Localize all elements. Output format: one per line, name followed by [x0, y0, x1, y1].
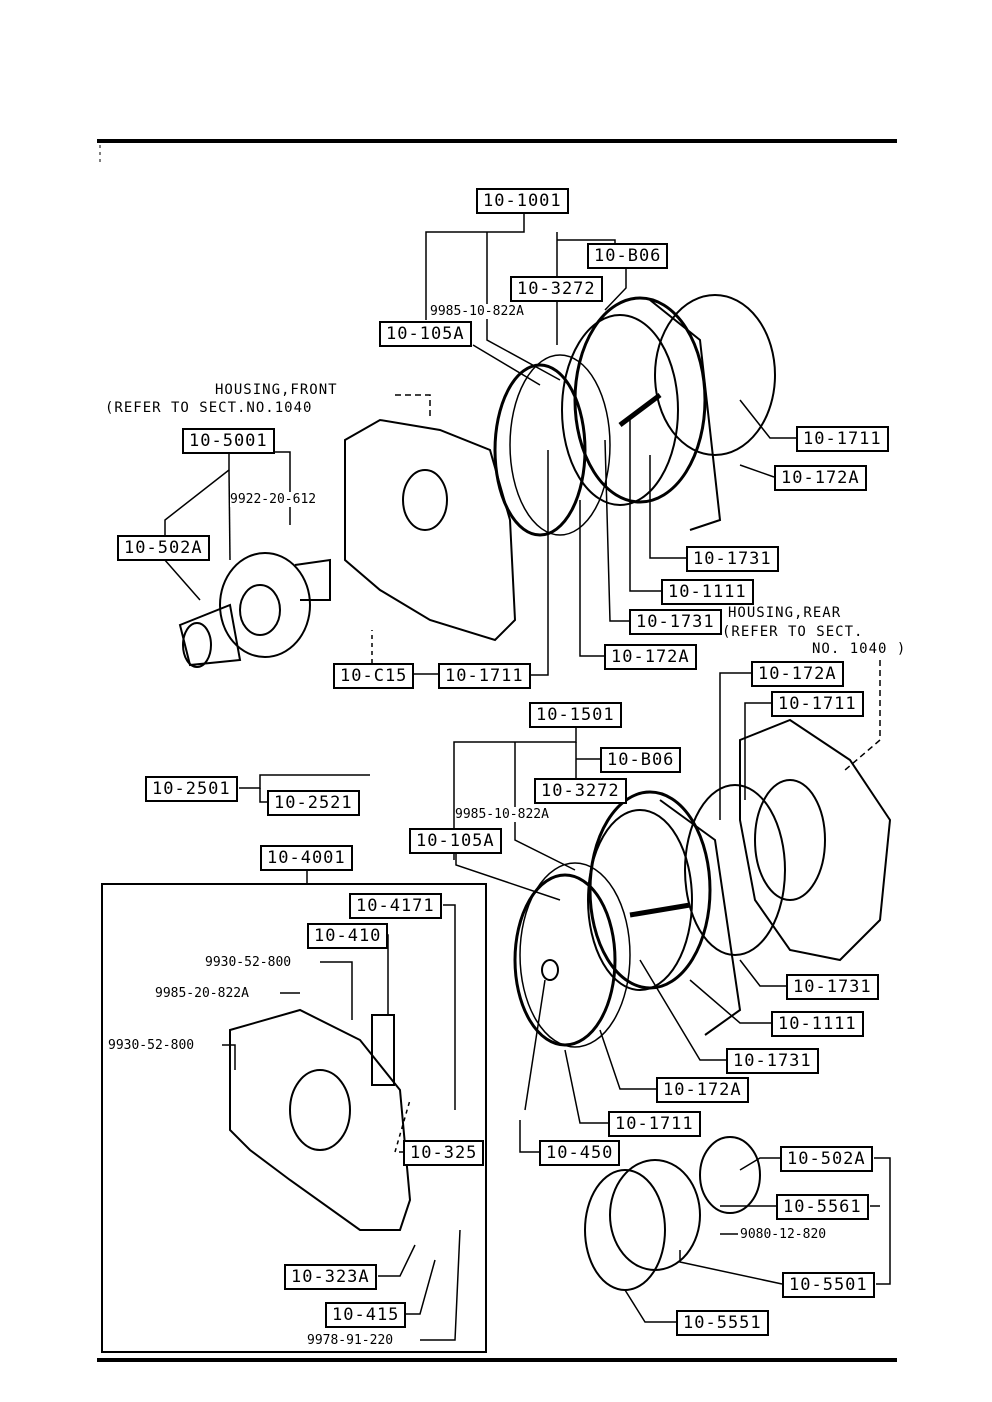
- part-label[interactable]: 10-5551: [676, 1310, 769, 1336]
- part-label[interactable]: 10-1111: [771, 1011, 864, 1037]
- part-number[interactable]: 9978-91-220: [307, 1333, 394, 1348]
- part-label[interactable]: 10-172A: [656, 1077, 749, 1103]
- part-label[interactable]: 10-5501: [782, 1272, 875, 1298]
- part-label[interactable]: 10-172A: [751, 661, 844, 687]
- part-label[interactable]: 10-415: [325, 1302, 407, 1328]
- part-label[interactable]: 10-5561: [776, 1194, 869, 1220]
- front-housing: [344, 418, 517, 642]
- part-label[interactable]: 10-1111: [661, 579, 754, 605]
- housing-front-note: HOUSING,FRONT: [215, 382, 338, 398]
- rotor-housing-rear: [513, 784, 786, 1048]
- hub-assembly: [178, 552, 331, 668]
- part-label[interactable]: 10-1711: [438, 663, 531, 689]
- part-label[interactable]: 10-5001: [182, 428, 275, 454]
- part-number[interactable]: 9080-12-820: [740, 1227, 827, 1242]
- housing-rear-ref-note: (REFER TO SECT.: [722, 624, 864, 640]
- housing-front-ref-note: (REFER TO SECT.NO.1040: [105, 400, 313, 416]
- part-number[interactable]: 9922-20-612: [230, 492, 317, 507]
- rear-end-housing: [229, 1008, 412, 1231]
- part-label[interactable]: 10-105A: [409, 828, 502, 854]
- part-label[interactable]: 10-323A: [284, 1264, 377, 1290]
- part-label[interactable]: 10-1501: [529, 702, 622, 728]
- housing-rear-note: HOUSING,REAR: [728, 605, 842, 621]
- part-label[interactable]: 10-502A: [117, 535, 210, 561]
- part-label[interactable]: 10-1711: [796, 426, 889, 452]
- part-label[interactable]: 10-2521: [267, 790, 360, 816]
- part-label[interactable]: 10-C15: [333, 663, 415, 689]
- oil-assembly-box: [101, 883, 487, 1353]
- part-label[interactable]: 10-4001: [260, 845, 353, 871]
- part-label[interactable]: 10-172A: [774, 465, 867, 491]
- part-label[interactable]: 10-1731: [686, 546, 779, 572]
- part-number[interactable]: 9985-10-822A: [455, 807, 549, 822]
- part-label[interactable]: 10-450: [539, 1140, 621, 1166]
- part-label[interactable]: 10-1731: [629, 609, 722, 635]
- part-number[interactable]: 9930-52-800: [205, 955, 292, 970]
- part-number[interactable]: 9930-52-800: [108, 1038, 195, 1053]
- part-label[interactable]: 10-1731: [726, 1048, 819, 1074]
- part-label[interactable]: 10-1711: [771, 691, 864, 717]
- part-label[interactable]: 10-410: [307, 923, 389, 949]
- part-label[interactable]: 10-B06: [600, 747, 682, 773]
- part-label[interactable]: 10-1731: [786, 974, 879, 1000]
- part-label[interactable]: 10-502A: [780, 1146, 873, 1172]
- part-number[interactable]: 9985-10-822A: [430, 304, 524, 319]
- part-number[interactable]: 9985-20-822A: [155, 986, 249, 1001]
- part-label[interactable]: 10-3272: [510, 276, 603, 302]
- part-label[interactable]: 10-1711: [608, 1111, 701, 1137]
- part-label[interactable]: 10-172A: [604, 644, 697, 670]
- part-label[interactable]: 10-325: [403, 1140, 485, 1166]
- part-label[interactable]: 10-B06: [587, 243, 669, 269]
- rear-housing: [739, 718, 892, 962]
- part-label[interactable]: 10-105A: [379, 321, 472, 347]
- rotor-housing-front: [493, 294, 776, 537]
- oil-seal: [584, 1169, 666, 1291]
- part-label[interactable]: 10-4171: [349, 893, 442, 919]
- part-label[interactable]: 10-1001: [476, 188, 569, 214]
- part-label[interactable]: 10-3272: [534, 778, 627, 804]
- part-label[interactable]: 10-2501: [145, 776, 238, 802]
- housing-rear-ref-note-2: NO. 1040 ): [812, 641, 907, 657]
